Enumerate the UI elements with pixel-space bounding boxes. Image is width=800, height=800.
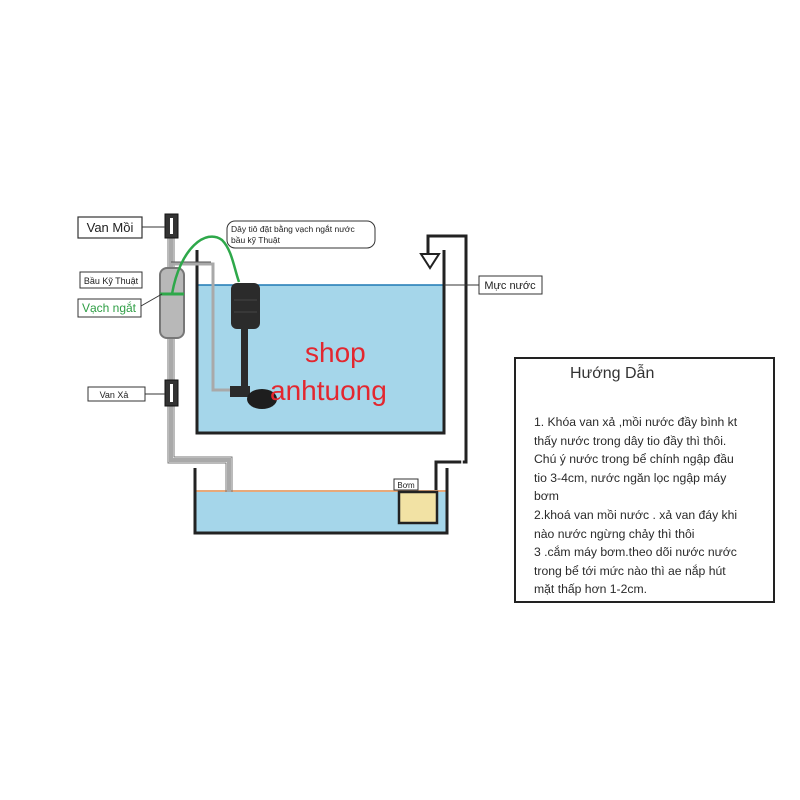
- guide-line: bơm: [534, 489, 559, 504]
- svg-text:Mực nước: Mực nước: [484, 280, 536, 292]
- pump-icon: [397, 490, 439, 525]
- drain-valve-core: [170, 384, 173, 402]
- svg-text:Vạch ngắt: Vạch ngắt: [82, 300, 137, 315]
- technical-vessel: [159, 267, 185, 339]
- green-hose: [170, 235, 241, 295]
- guide-panel: Hướng Dẫn 1. Khóa van xả ,mồi nước đầy b…: [514, 357, 775, 603]
- guide-line: thấy nước trong dây tio đầy thì thôi.: [534, 433, 727, 448]
- overflow-head: [231, 283, 260, 329]
- overflow-strainer: [247, 389, 277, 409]
- return-pipe: [426, 234, 468, 490]
- guide-line: Chú ý nước trong bể chính ngập đầu: [534, 452, 734, 467]
- svg-text:Van Mồi: Van Mồi: [87, 220, 134, 235]
- guide-line: 2.khoá van mồi nước . xả van đáy khi: [534, 507, 738, 522]
- guide-title: Hướng Dẫn: [570, 365, 655, 382]
- guide-line: nào nước ngừng chảy thì thôi: [534, 526, 695, 541]
- return-nozzle: [419, 253, 441, 270]
- return-pipe-inner: [431, 239, 463, 490]
- overflow-stem: [241, 329, 248, 391]
- svg-text:Bầu Kỹ Thuật: Bầu Kỹ Thuật: [84, 276, 139, 286]
- label-bom: Bơm: [393, 478, 419, 491]
- label-muc-nuoc: Mực nước: [444, 275, 543, 295]
- label-bau-ky-thuat: Bầu Kỹ Thuật: [79, 271, 143, 289]
- callout-hose: Dây tiô đặt bằng vạch ngắt nước bầu kỹ T…: [226, 220, 376, 249]
- label-van-moi: Van Mồi: [77, 216, 165, 239]
- guide-line: 3 .cắm máy bơm.theo dõi nước nước: [534, 545, 737, 560]
- svg-text:Bơm: Bơm: [397, 481, 415, 490]
- guide-line: trong bể tới mức nào thì ae nắp hút: [534, 563, 726, 578]
- siphon-pipe: [171, 262, 232, 392]
- label-van-xa: Van Xả: [87, 386, 165, 402]
- guide-body: 1. Khóa van xả ,mồi nước đầy bình kt thấ…: [534, 413, 764, 599]
- label-vach-ngat: Vạch ngắt: [77, 293, 163, 318]
- guide-line: tio 3-4cm, nước ngăn lọc ngập máy: [534, 470, 727, 485]
- guide-line: mặt thấp hơn 1-2cm.: [534, 582, 647, 597]
- svg-text:Van Xả: Van Xả: [100, 390, 129, 400]
- overflow-foot: [230, 386, 250, 397]
- sump-wall: [193, 468, 449, 535]
- main-tank-wall: [195, 250, 446, 435]
- priming-valve-core: [170, 218, 173, 234]
- drain-pipe-outline: [167, 235, 233, 492]
- watermark-shop: shop: [305, 337, 366, 368]
- guide-line: 1. Khóa van xả ,mồi nước đầy bình kt: [534, 415, 738, 429]
- svg-text:bầu kỹ Thuật: bầu kỹ Thuật: [231, 235, 281, 245]
- drain-pipe: [169, 235, 231, 492]
- svg-text:Dây tiô đặt bằng vạch ngắt nướ: Dây tiô đặt bằng vạch ngắt nước: [231, 224, 355, 234]
- watermark-anhtuong: anhtuong: [270, 375, 387, 406]
